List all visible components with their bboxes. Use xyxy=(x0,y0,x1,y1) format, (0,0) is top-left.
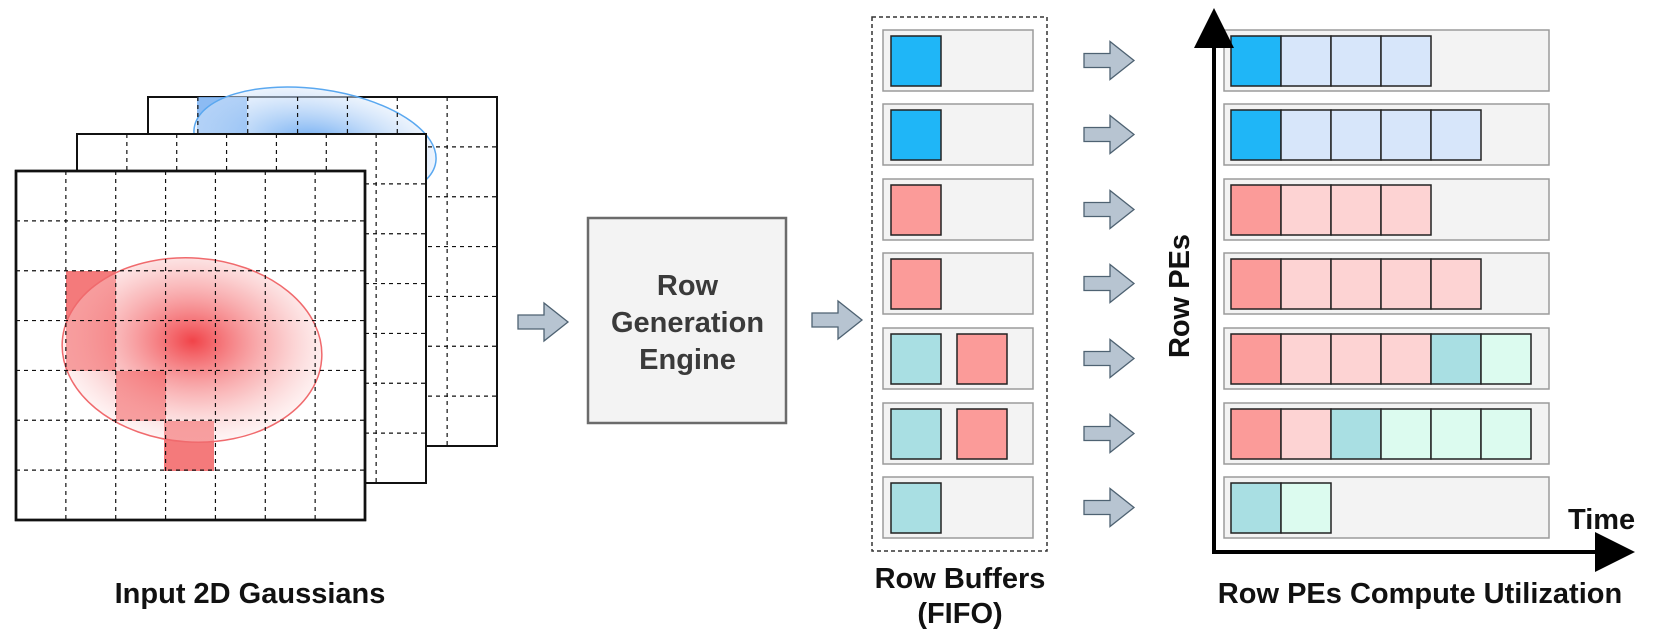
pe-work-cell xyxy=(1280,35,1332,87)
pe-work-cell xyxy=(1280,482,1332,534)
pe-work-cell xyxy=(1280,184,1332,236)
pe-work-cell xyxy=(1480,333,1532,385)
buffer-entry xyxy=(890,35,942,87)
grid-front xyxy=(16,171,365,520)
pe-work-cell xyxy=(1380,333,1432,385)
pe-work-cell xyxy=(1430,109,1482,161)
pe-work-cell xyxy=(1480,408,1532,460)
flow-arrows xyxy=(517,40,1136,528)
row-buffers-caption-line2: (FIFO) xyxy=(917,598,1003,630)
buffer-entry xyxy=(956,408,1008,460)
pe-work-cell xyxy=(1230,408,1282,460)
utilization-caption: Row PEs Compute Utilization xyxy=(1217,578,1623,610)
pe-work-cell xyxy=(1230,184,1282,236)
right-arrow-icon xyxy=(1083,487,1136,528)
pe-utilization-rows xyxy=(1223,29,1550,539)
right-arrow-icon xyxy=(811,299,864,341)
pe-work-cell xyxy=(1430,258,1482,310)
pe-work-cell xyxy=(1280,258,1332,310)
pe-work-cell xyxy=(1330,258,1382,310)
pe-work-cell xyxy=(1430,408,1482,460)
engine-label-line1: Row xyxy=(656,270,719,302)
row-buffers-caption: Row Buffers (FIFO) xyxy=(850,562,1070,632)
row-generation-engine-box xyxy=(586,216,788,425)
pe-work-cell xyxy=(1380,408,1432,460)
pe-work-cell xyxy=(1230,258,1282,310)
input-gaussians-caption: Input 2D Gaussians xyxy=(114,578,386,610)
engine-label-line3: Engine xyxy=(639,344,736,376)
y-axis-label: Row PEs xyxy=(1164,233,1196,359)
right-arrow-icon xyxy=(517,301,570,343)
row-buffers-caption-line1: Row Buffers xyxy=(874,563,1046,595)
buffer-entry xyxy=(890,408,942,460)
pe-work-cell xyxy=(1380,109,1432,161)
buffer-entry xyxy=(956,333,1008,385)
red-gaussian xyxy=(61,257,323,443)
pe-work-cell xyxy=(1330,184,1382,236)
buffer-entry xyxy=(890,109,942,161)
pe-work-cell xyxy=(1380,258,1432,310)
pe-work-cell xyxy=(1380,184,1432,236)
engine-label-line2: Generation xyxy=(610,307,765,339)
pe-work-cell xyxy=(1280,408,1332,460)
pe-work-cell xyxy=(1230,109,1282,161)
pe-work-cell xyxy=(1280,333,1332,385)
pe-work-cell xyxy=(1230,333,1282,385)
right-arrow-icon xyxy=(1083,338,1136,379)
row-buffers-frame xyxy=(871,16,1048,552)
pe-work-cell xyxy=(1230,35,1282,87)
pe-work-cell xyxy=(1230,482,1282,534)
buffer-entry xyxy=(890,184,942,236)
right-arrow-icon xyxy=(1083,40,1136,81)
right-arrow-icon xyxy=(1083,263,1136,304)
buffer-entry xyxy=(890,333,942,385)
gaussian-layer-front xyxy=(14,169,367,522)
buffer-entry xyxy=(890,258,942,310)
pe-work-cell xyxy=(1430,333,1482,385)
pe-work-cell xyxy=(1330,408,1382,460)
right-arrow-icon xyxy=(1083,189,1136,230)
pe-work-cell xyxy=(1380,35,1432,87)
pe-work-cell xyxy=(1330,109,1382,161)
pe-work-cell xyxy=(1280,109,1332,161)
right-arrow-icon xyxy=(1083,413,1136,454)
pe-work-cell xyxy=(1330,333,1382,385)
x-axis-label: Time xyxy=(1568,504,1636,536)
right-arrow-icon xyxy=(1083,114,1136,155)
pe-work-cell xyxy=(1330,35,1382,87)
row-buffers xyxy=(882,29,1034,539)
engine-label: Row Generation Engine xyxy=(590,268,785,379)
buffer-entry xyxy=(890,482,942,534)
